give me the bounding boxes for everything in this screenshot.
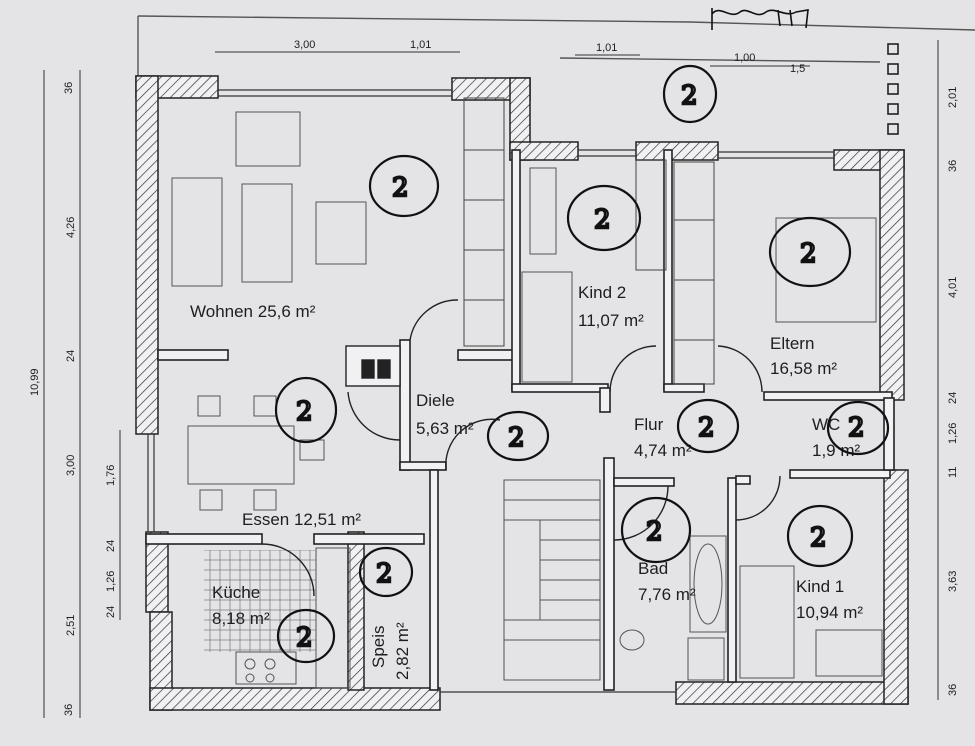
circled-mark-essen: 2: [274, 376, 338, 444]
room-diele-name: Diele: [416, 391, 455, 410]
dim-left-251: 2,51: [65, 615, 77, 636]
circled-mark-eltern: 2: [768, 216, 852, 288]
room-flur-name: Flur: [634, 415, 664, 434]
room-essen-label: Essen 12,51 m²: [242, 510, 361, 529]
dim-top-2: 1,01: [410, 39, 431, 51]
mark-2: 2: [392, 173, 409, 203]
windows: [147, 89, 834, 693]
mark-2: 2: [681, 81, 698, 111]
mark-2: 2: [296, 623, 313, 653]
room-kueche-name: Küche: [212, 583, 260, 602]
dim-left-36-bottom: 36: [63, 704, 75, 716]
dim-left-inner-24: 24: [105, 540, 117, 552]
dim-top-3: 1,01: [596, 42, 617, 54]
room-kind2-name: Kind 2: [578, 283, 626, 302]
dim-left-24: 24: [65, 350, 77, 362]
dim-left-inner-176: 1,76: [105, 465, 117, 486]
room-flur-area: 4,74 m²: [634, 441, 692, 460]
room-wc-name: WC: [812, 415, 840, 434]
dim-right-201: 2,01: [947, 87, 959, 108]
circled-mark-kind1: 2: [786, 504, 854, 568]
mark-2: 2: [848, 413, 865, 443]
circled-mark-balcony: 2: [662, 64, 718, 124]
circled-mark-wohnen: 2: [368, 154, 440, 218]
mark-2: 2: [594, 205, 611, 235]
balcony-outline: [137, 15, 975, 75]
mark-2: 2: [508, 423, 525, 453]
kitchen-tiles: [204, 550, 316, 652]
balcony-posts: [887, 43, 899, 135]
dimension-lines: [43, 40, 939, 718]
circled-mark-diele: 2: [486, 410, 550, 462]
circled-mark-speis: 2: [358, 546, 414, 598]
dim-right-36-bottom: 36: [947, 684, 959, 696]
circled-mark-wc: 2: [826, 400, 890, 456]
dim-right-24: 24: [947, 392, 959, 404]
mark-2: 2: [646, 517, 663, 547]
room-speis-area: 2,82 m²: [393, 622, 412, 680]
dim-left-inner-24b: 24: [105, 606, 117, 618]
dim-left-36-top: 36: [63, 82, 75, 94]
dim-top-5: 1,5: [790, 63, 805, 75]
dim-right-126: 1,26: [947, 423, 959, 444]
mark-2: 2: [698, 413, 715, 443]
dim-right-401: 4,01: [947, 277, 959, 298]
room-wohnen-label: Wohnen 25,6 m²: [190, 302, 316, 321]
dim-right-11: 11: [947, 467, 959, 478]
room-bad-name: Bad: [638, 559, 668, 578]
room-wc-area: 1,9 m²: [812, 441, 861, 460]
dim-left-inner-126: 1,26: [105, 571, 117, 592]
mark-2: 2: [800, 239, 817, 269]
room-eltern-name: Eltern: [770, 334, 814, 353]
interior-walls: [145, 149, 895, 691]
dim-right-36-top: 36: [947, 160, 959, 172]
room-kind1-area: 10,94 m²: [796, 603, 863, 622]
dim-left-300: 3,00: [65, 455, 77, 476]
circled-mark-kind2: 2: [566, 184, 642, 252]
dim-top-4: 1,00: [734, 52, 755, 64]
mark-2: 2: [376, 559, 393, 589]
dim-right-363: 3,63: [947, 571, 959, 592]
room-eltern-area: 16,58 m²: [770, 359, 837, 378]
room-diele-area: 5,63 m²: [416, 419, 474, 438]
room-speis-name: Speis: [369, 625, 388, 668]
room-kind2-area: 11,07 m²: [578, 311, 644, 330]
circled-mark-kueche: 2: [276, 608, 336, 664]
room-bad-area: 7,76 m²: [638, 585, 696, 604]
chimney: [345, 345, 401, 387]
dim-top-1: 3,00: [294, 39, 315, 51]
wardrobes: [463, 97, 715, 385]
dim-left-426: 4,26: [65, 217, 77, 238]
exterior-walls: [135, 75, 909, 711]
handwritten-marks: 2 2 2 2 2 2 2 2: [274, 64, 890, 664]
circled-mark-bad: 2: [620, 496, 692, 564]
staircase: [503, 479, 601, 681]
room-kind1-name: Kind 1: [796, 577, 844, 596]
room-kueche-area: 8,18 m²: [212, 609, 270, 628]
dim-left-1099: 10,99: [29, 368, 41, 396]
circled-mark-flur: 2: [676, 398, 740, 454]
mark-2: 2: [810, 523, 827, 553]
mark-2: 2: [296, 397, 313, 427]
signature: [711, 8, 809, 30]
